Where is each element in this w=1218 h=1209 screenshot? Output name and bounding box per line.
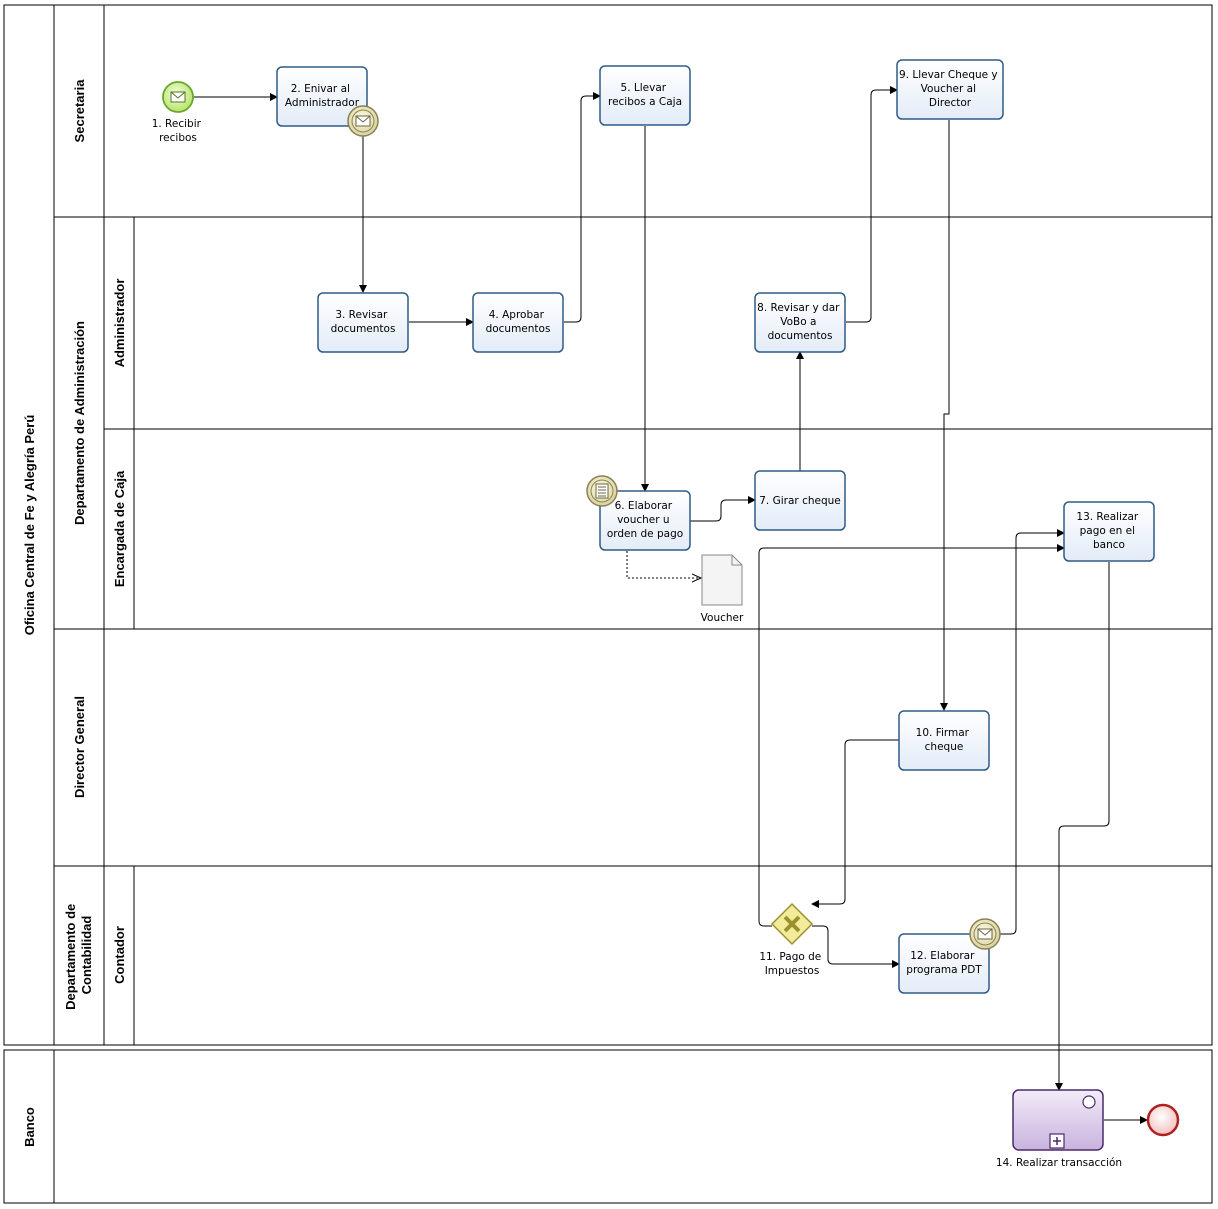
task-9[interactable]: 9. Llevar Cheque y Voucher al Director (896, 59, 1004, 120)
gateway-label: 11. Pago de Impuestos (759, 951, 824, 977)
lane-label-administrador: Administrador (112, 279, 127, 368)
bank-pool (3, 1049, 1213, 1204)
flow-12-13 (999, 529, 1065, 935)
lane-label-caja: Encargada de Caja (112, 470, 127, 587)
svg-text:6. Elaborar voucher u: 6. Elaborar voucher u orden de pago (607, 500, 683, 540)
task-4[interactable]: 4. Aprobar documentos (472, 292, 564, 353)
task-3[interactable]: 3. Revisar documentos (317, 292, 409, 353)
association-6-voucher (626, 551, 701, 578)
subprocess-14[interactable] (1012, 1089, 1104, 1151)
voucher-data-object[interactable] (701, 554, 743, 606)
svg-text:3. Revisar documentos: 3. Revisar documentos (331, 309, 396, 335)
svg-text:5. Llevar recibos a Caja: 5. Llevar recibos a Caja (608, 82, 682, 108)
main-pool (3, 4, 1213, 1046)
sequence-flows (193, 86, 1148, 1124)
task-13[interactable]: 13. Realizar pago en el banco (1063, 501, 1155, 562)
message-event-icon-task-2 (347, 105, 379, 137)
lane-label-contador: Contador (112, 926, 127, 984)
flow-13-14 (1055, 562, 1110, 1091)
task-10[interactable]: 10. Firmar cheque (898, 710, 990, 771)
voucher-label: Voucher (701, 612, 744, 624)
flow-8-9 (846, 86, 898, 323)
flow-6-7 (690, 496, 756, 522)
flow-4-5 (564, 92, 601, 323)
task-8[interactable]: 8. Revisar y dar VoBo a documentos (754, 292, 846, 353)
pool-label-bank: Banco (22, 1107, 37, 1147)
exclusive-gateway[interactable] (770, 902, 814, 946)
flow-11-13 (758, 544, 1065, 927)
task-5[interactable]: 5. Llevar recibos a Caja (599, 65, 691, 126)
svg-text:12. Elaborar programa PD: 12. Elaborar programa PDT (906, 950, 982, 976)
svg-text:13. Realizar pago en el: 13. Realizar pago en el banco (1076, 511, 1141, 551)
svg-text:7. Girar cheque: 7. Girar cheque (759, 495, 840, 507)
flow-11-12 (812, 925, 900, 968)
flow-9-10 (940, 120, 950, 711)
lane-label-depto-admin: Departamento de Administración (72, 321, 87, 525)
task-6[interactable]: 6. Elaborar voucher u orden de pago (599, 490, 691, 551)
svg-text:9. Llevar Cheque y Vouch: 9. Llevar Cheque y Voucher al Director (899, 69, 1001, 109)
svg-text:4. Aprobar documentos: 4. Aprobar documentos (486, 309, 551, 335)
subprocess-14-label: 14. Realizar transacción (996, 1157, 1122, 1169)
pool-label-main: Oficina Central de Fe y Alegría Perú (22, 415, 37, 636)
task-7[interactable]: 7. Girar cheque (754, 470, 846, 531)
svg-text:2. Enivar al Administrad: 2. Enivar al Administrador (285, 83, 360, 109)
lane-label-depto-contab: Departamento de Contabilidad (63, 900, 94, 1010)
message-event-icon-task-12 (969, 918, 1001, 950)
end-event[interactable] (1146, 1103, 1180, 1137)
svg-text:10. Firmar cheque: 10. Firmar cheque (916, 727, 973, 753)
start-event[interactable] (162, 81, 194, 113)
task-12[interactable]: 12. Elaborar programa PDT (898, 933, 990, 994)
lane-label-director: Director General (72, 696, 87, 798)
start-event-label: 1. Recibir recibos (152, 118, 205, 144)
flow-10-11 (811, 739, 899, 908)
conditional-event-icon-task-6 (586, 475, 618, 507)
task-2[interactable]: 2. Enivar al Administrador (276, 66, 368, 127)
lane-label-secretaria: Secretaria (72, 79, 87, 143)
svg-text:8. Revisar y dar VoBo a: 8. Revisar y dar VoBo a documentos (757, 302, 843, 342)
